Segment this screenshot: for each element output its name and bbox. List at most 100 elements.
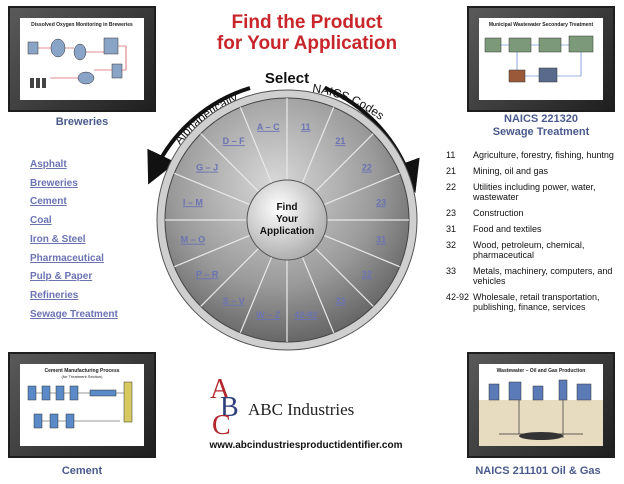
naics-code: 32 (446, 240, 457, 250)
naics-code-list: 11 Agriculture, forestry, fishing, huntng… (446, 150, 618, 312)
breweries-diagram-thumbnail[interactable]: Dissolved Oxygen Monitoring in Breweries (8, 6, 156, 112)
breweries-diagram (27, 37, 127, 88)
naics-code: 31 (446, 224, 457, 234)
cement-diagram (27, 381, 133, 429)
wheel-spoke (200, 247, 260, 307)
brand-block: A B C ABC Industries (208, 372, 354, 441)
alphabetical-arrow (147, 86, 251, 185)
wheel-spoke (323, 172, 400, 206)
oil-gas-caption[interactable]: NAICS 211101 Oil & Gas (475, 465, 601, 477)
naics-code: 11 (446, 150, 456, 160)
industry-link[interactable]: Cement (30, 196, 67, 208)
wheel-segment-naics-31[interactable]: 31 (376, 235, 386, 245)
wheel-segment-alpha[interactable]: A – C (257, 122, 280, 132)
cement-diagram-subtitle: (for Treatment Section) (61, 374, 103, 379)
oil-gas-diagram-thumbnail[interactable]: Wastewater – Oil and Gas Production (467, 352, 615, 458)
naics-row: 31 Food and textiles (446, 224, 618, 234)
naics-row: 33 Metals, machinery, computers, and vehi… (446, 266, 618, 286)
naics-description: Utilities including power, water, wastew… (473, 182, 596, 202)
industry-link[interactable]: Breweries (30, 177, 78, 189)
wheel-spoke (323, 234, 400, 268)
wheel-spoke (314, 133, 374, 193)
industry-link[interactable]: Pharmaceutical (30, 252, 104, 264)
sewage-treatment-diagram-thumbnail[interactable]: Municipal Wastewater Secondary Treatment (467, 6, 615, 112)
svg-text:C: C (212, 410, 231, 436)
wheel-spoke (239, 256, 273, 333)
svg-text:A: A (210, 374, 231, 405)
naics-row: 22 Utilities including power, water, wast… (446, 182, 618, 202)
wheel-segment-labels: 11 21 22 23 31 32 33 42-92 A – C D – F G – J I – M M… (181, 122, 387, 320)
wheel-segment-alpha[interactable]: W – Z (256, 310, 281, 320)
abc-logo: A B C (210, 374, 239, 441)
wheel-spokes (165, 98, 409, 342)
naics-row: 21 Mining, oil and gas (446, 166, 618, 176)
naics-description: Construction (473, 208, 524, 218)
wheel-segment-naics-11[interactable]: 11 (301, 122, 311, 132)
naics-code: 42-92 (446, 292, 470, 302)
oil-gas-diagram (479, 379, 603, 446)
page-headline: Find the Product for Your Application (172, 12, 442, 54)
naics-code: 21 (446, 166, 457, 176)
naics-description: Mining, oil and gas (473, 166, 549, 176)
industry-link[interactable]: Pulp & Paper (30, 271, 93, 283)
sewage-caption-name: Sewage Treatment (492, 126, 590, 138)
svg-text:B: B (220, 392, 239, 423)
naics-code: 22 (446, 182, 457, 192)
wheel-spoke (174, 234, 251, 268)
naics-row: 11 Agriculture, forestry, fishing, huntng (446, 150, 618, 160)
hub-text-line: Application (260, 226, 314, 237)
cement-diagram-title-text: Cement Manufacturing Process (44, 368, 120, 374)
wheel-spoke (314, 247, 374, 307)
oil-gas-diagram-title: Wastewater – Oil and Gas Production (496, 368, 586, 374)
naics-description: Agriculture, forestry, fishing, huntng (473, 150, 614, 160)
headline-line-2: for Your Application (216, 33, 398, 54)
naics-description: Wood, petroleum, chemical, pharmaceutica… (473, 240, 585, 260)
hub-text-line: Find (276, 202, 297, 213)
sewage-caption[interactable]: NAICS 221320 Sewage Treatment (467, 113, 615, 139)
naics-row: 32 Wood, petroleum, chemical, pharmaceuti… (446, 240, 618, 260)
naics-description: Food and textiles (473, 224, 542, 234)
breweries-diagram-title: Dissolved Oxygen Monitoring in Breweries (31, 22, 133, 28)
select-label: Select (264, 70, 310, 87)
naics-code: 33 (446, 266, 457, 276)
wheel-segment-alpha[interactable]: D – F (223, 136, 246, 146)
wheel-segment-alpha[interactable]: P – R (196, 269, 219, 279)
wheel-spoke (200, 133, 260, 193)
cement-diagram-thumbnail[interactable]: Cement Manufacturing Process (for Treatm… (8, 352, 156, 458)
wheel-segment-alpha[interactable]: I – M (183, 197, 203, 207)
cement-caption[interactable]: Cement (61, 465, 103, 477)
wheel-segment-naics-23[interactable]: 23 (376, 197, 386, 207)
wheel-segment-alpha[interactable]: S – V (223, 296, 245, 306)
sewage-treatment-diagram (484, 35, 594, 83)
hub-text-line: Your (276, 214, 298, 225)
breweries-caption[interactable]: Breweries (55, 116, 109, 128)
industry-link[interactable]: Coal (30, 215, 52, 227)
wheel-hub[interactable] (246, 179, 328, 261)
headline-line-1: Find the Product (231, 12, 383, 33)
naics-description: Metals, machinery, computers, and vehicl… (473, 266, 613, 286)
wheel-segment-naics-42-92[interactable]: 42-92 (294, 310, 317, 320)
wheel-segment-naics-33[interactable]: 33 (335, 296, 345, 306)
naics-description: Wholesale, retail transportation, publis… (473, 292, 600, 312)
wheel-spoke (174, 172, 251, 206)
wheel-segment-alpha[interactable]: M – O (181, 235, 206, 245)
website-url[interactable]: www.abcindustriesproductidentifier.com (209, 440, 403, 451)
industry-link[interactable]: Refineries (30, 289, 79, 301)
industry-link[interactable]: Iron & Steel (30, 233, 86, 245)
wheel-spoke (301, 256, 335, 333)
industry-link[interactable]: Asphalt (30, 159, 67, 170)
wheel-spoke (301, 107, 335, 184)
naics-code: 23 (446, 208, 457, 218)
wheel-segment-naics-22[interactable]: 22 (362, 163, 372, 173)
industry-link[interactable]: Sewage Treatment (30, 308, 118, 320)
wheel-segment-naics-32[interactable]: 32 (362, 269, 372, 279)
naics-row: 23 Construction (446, 208, 618, 218)
wheel-segment-naics-21[interactable]: 21 (335, 136, 345, 146)
wheel-segment-alpha[interactable]: G – J (196, 163, 218, 173)
wheel-spoke (239, 107, 273, 184)
company-name: ABC Industries (248, 400, 355, 419)
